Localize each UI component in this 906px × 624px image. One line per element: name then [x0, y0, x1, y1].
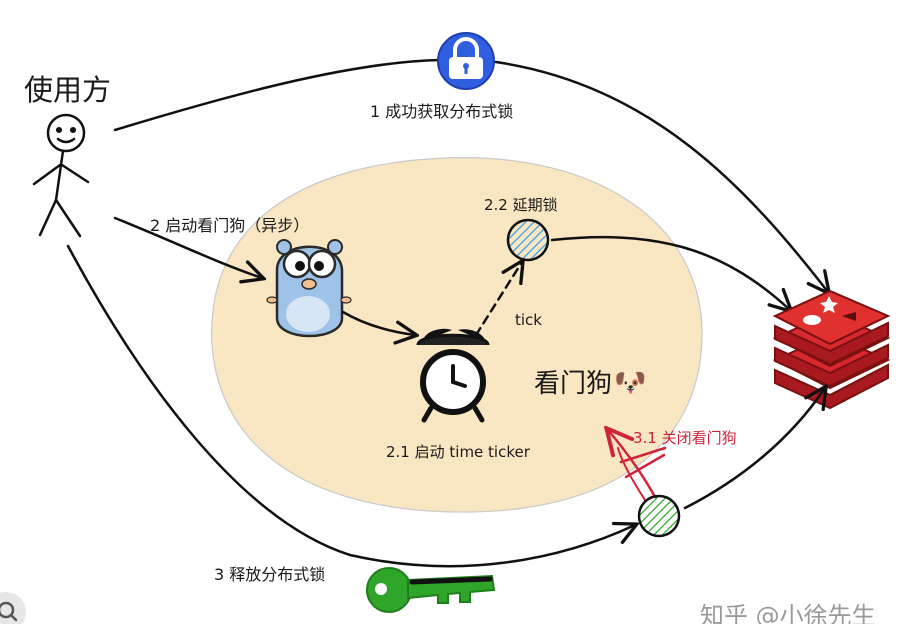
gopher-to-clock-arrow — [341, 310, 415, 335]
watermark: 知乎 @小徐先生 — [700, 602, 876, 624]
acquire-arrow — [113, 58, 442, 132]
lock-icon — [437, 32, 495, 90]
close-watchdog-arrow — [608, 430, 657, 499]
redis-icon — [772, 289, 891, 410]
tick-label: tick — [515, 311, 542, 329]
watchdog-label: 看门狗 — [534, 369, 612, 399]
step-release-label: 3 释放分布式锁 — [214, 565, 325, 584]
cross-mark-icon — [619, 446, 667, 479]
step-start-watchdog-label: 2 启动看门狗（异步） — [150, 216, 309, 235]
gopher-icon — [266, 239, 352, 338]
step-acquire-label: 1 成功获取分布式锁 — [370, 102, 513, 121]
step-start-ticker-label: 2.1 启动 time ticker — [386, 443, 531, 461]
step-close-watchdog-label: 3.1 关闭看门狗 — [633, 429, 737, 447]
step-extend-label: 2.2 延期锁 — [484, 196, 558, 214]
start-watchdog-arrow — [113, 216, 262, 278]
lens-search-button[interactable] — [0, 592, 26, 624]
acquire-arrow-to-redis — [494, 60, 828, 292]
tick-arrow — [474, 262, 522, 337]
close-watchdog-arrow-2 — [617, 447, 646, 501]
alarm-clock-icon — [416, 328, 490, 423]
key-icon — [366, 567, 496, 613]
stick-figure-icon — [32, 113, 90, 238]
lens-icon-extend — [506, 218, 550, 262]
watchdog-emoji: 🐶 — [614, 368, 646, 398]
actor-label: 使用方 — [24, 73, 111, 107]
release-arrow — [66, 244, 635, 568]
lens-icon-release — [637, 494, 681, 538]
release-arrow-to-redis — [683, 388, 825, 510]
extend-arrow — [550, 235, 790, 310]
